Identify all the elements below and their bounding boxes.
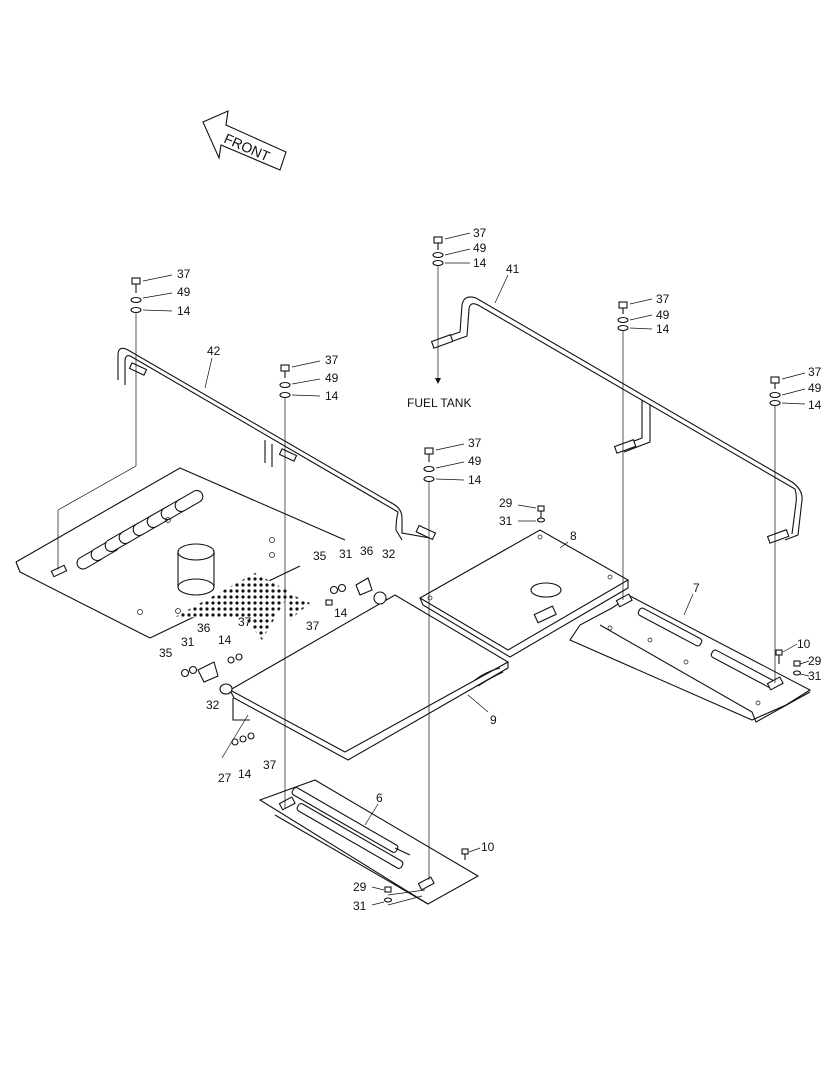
label-14: 14 xyxy=(238,767,252,781)
fastener-stack-center xyxy=(423,447,435,880)
label-37: 37 xyxy=(238,615,252,629)
label-14: 14 xyxy=(325,389,339,403)
label-35: 35 xyxy=(313,549,327,563)
label-31: 31 xyxy=(339,547,353,561)
label-49: 49 xyxy=(473,241,487,255)
label-42: 42 xyxy=(207,344,221,358)
label-49: 49 xyxy=(656,308,670,322)
label-32: 32 xyxy=(382,547,396,561)
label-37: 37 xyxy=(325,353,339,367)
fastener-stack-mid xyxy=(279,364,291,808)
label-7: 7 xyxy=(693,581,700,595)
front-direction-arrow: FRONT xyxy=(202,110,287,171)
label-32: 32 xyxy=(206,698,220,712)
fastener-stack-far-right xyxy=(769,376,781,683)
plate-8 xyxy=(418,529,630,658)
label-14: 14 xyxy=(473,256,487,270)
mesh-grille xyxy=(175,573,290,640)
label-36: 36 xyxy=(197,621,211,635)
label-49: 49 xyxy=(177,285,191,299)
label-10: 10 xyxy=(481,840,495,854)
fastener-stack-fueltank xyxy=(432,236,444,384)
label-36: 36 xyxy=(360,544,374,558)
label-37: 37 xyxy=(656,292,670,306)
label-14: 14 xyxy=(334,606,348,620)
exhaust-stack xyxy=(177,543,215,596)
part-number-labels: 37 49 14 37 49 14 37 49 14 37 49 14 41 3… xyxy=(159,226,822,913)
label-37: 37 xyxy=(177,267,191,281)
bracket-6 xyxy=(258,779,480,905)
label-37: 37 xyxy=(263,758,277,772)
label-29: 29 xyxy=(808,654,822,668)
cover-vent-slots xyxy=(76,489,204,570)
label-31: 31 xyxy=(808,669,822,683)
label-6: 6 xyxy=(376,791,383,805)
fastener-stack-left xyxy=(57,277,142,570)
label-14: 14 xyxy=(808,398,822,412)
label-10: 10 xyxy=(797,637,811,651)
label-27: 27 xyxy=(218,771,232,785)
label-31: 31 xyxy=(499,514,513,528)
label-14: 14 xyxy=(468,473,482,487)
label-31: 31 xyxy=(181,635,195,649)
label-37: 37 xyxy=(468,436,482,450)
label-9: 9 xyxy=(490,713,497,727)
label-8: 8 xyxy=(570,529,577,543)
handrail-42 xyxy=(117,347,437,541)
label-35: 35 xyxy=(159,646,173,660)
fastener-stack-right-mid xyxy=(617,301,629,600)
plate-9 xyxy=(228,594,510,761)
label-49: 49 xyxy=(325,371,339,385)
label-49: 49 xyxy=(468,454,482,468)
label-37: 37 xyxy=(306,619,320,633)
label-37: 37 xyxy=(473,226,487,240)
label-29: 29 xyxy=(353,880,367,894)
left-cover-plate xyxy=(15,467,346,640)
label-49: 49 xyxy=(808,381,822,395)
label-37: 37 xyxy=(808,365,822,379)
handrail-41 xyxy=(430,296,803,544)
label-41: 41 xyxy=(506,262,520,276)
label-14: 14 xyxy=(218,633,232,647)
small-fasteners xyxy=(180,505,802,906)
label-31: 31 xyxy=(353,899,367,913)
label-14: 14 xyxy=(177,304,191,318)
leader-lines xyxy=(142,232,810,906)
bracket-7 xyxy=(569,593,812,723)
fuel-tank-label: FUEL TANK xyxy=(407,396,471,410)
label-14: 14 xyxy=(656,322,670,336)
label-29: 29 xyxy=(499,496,513,510)
